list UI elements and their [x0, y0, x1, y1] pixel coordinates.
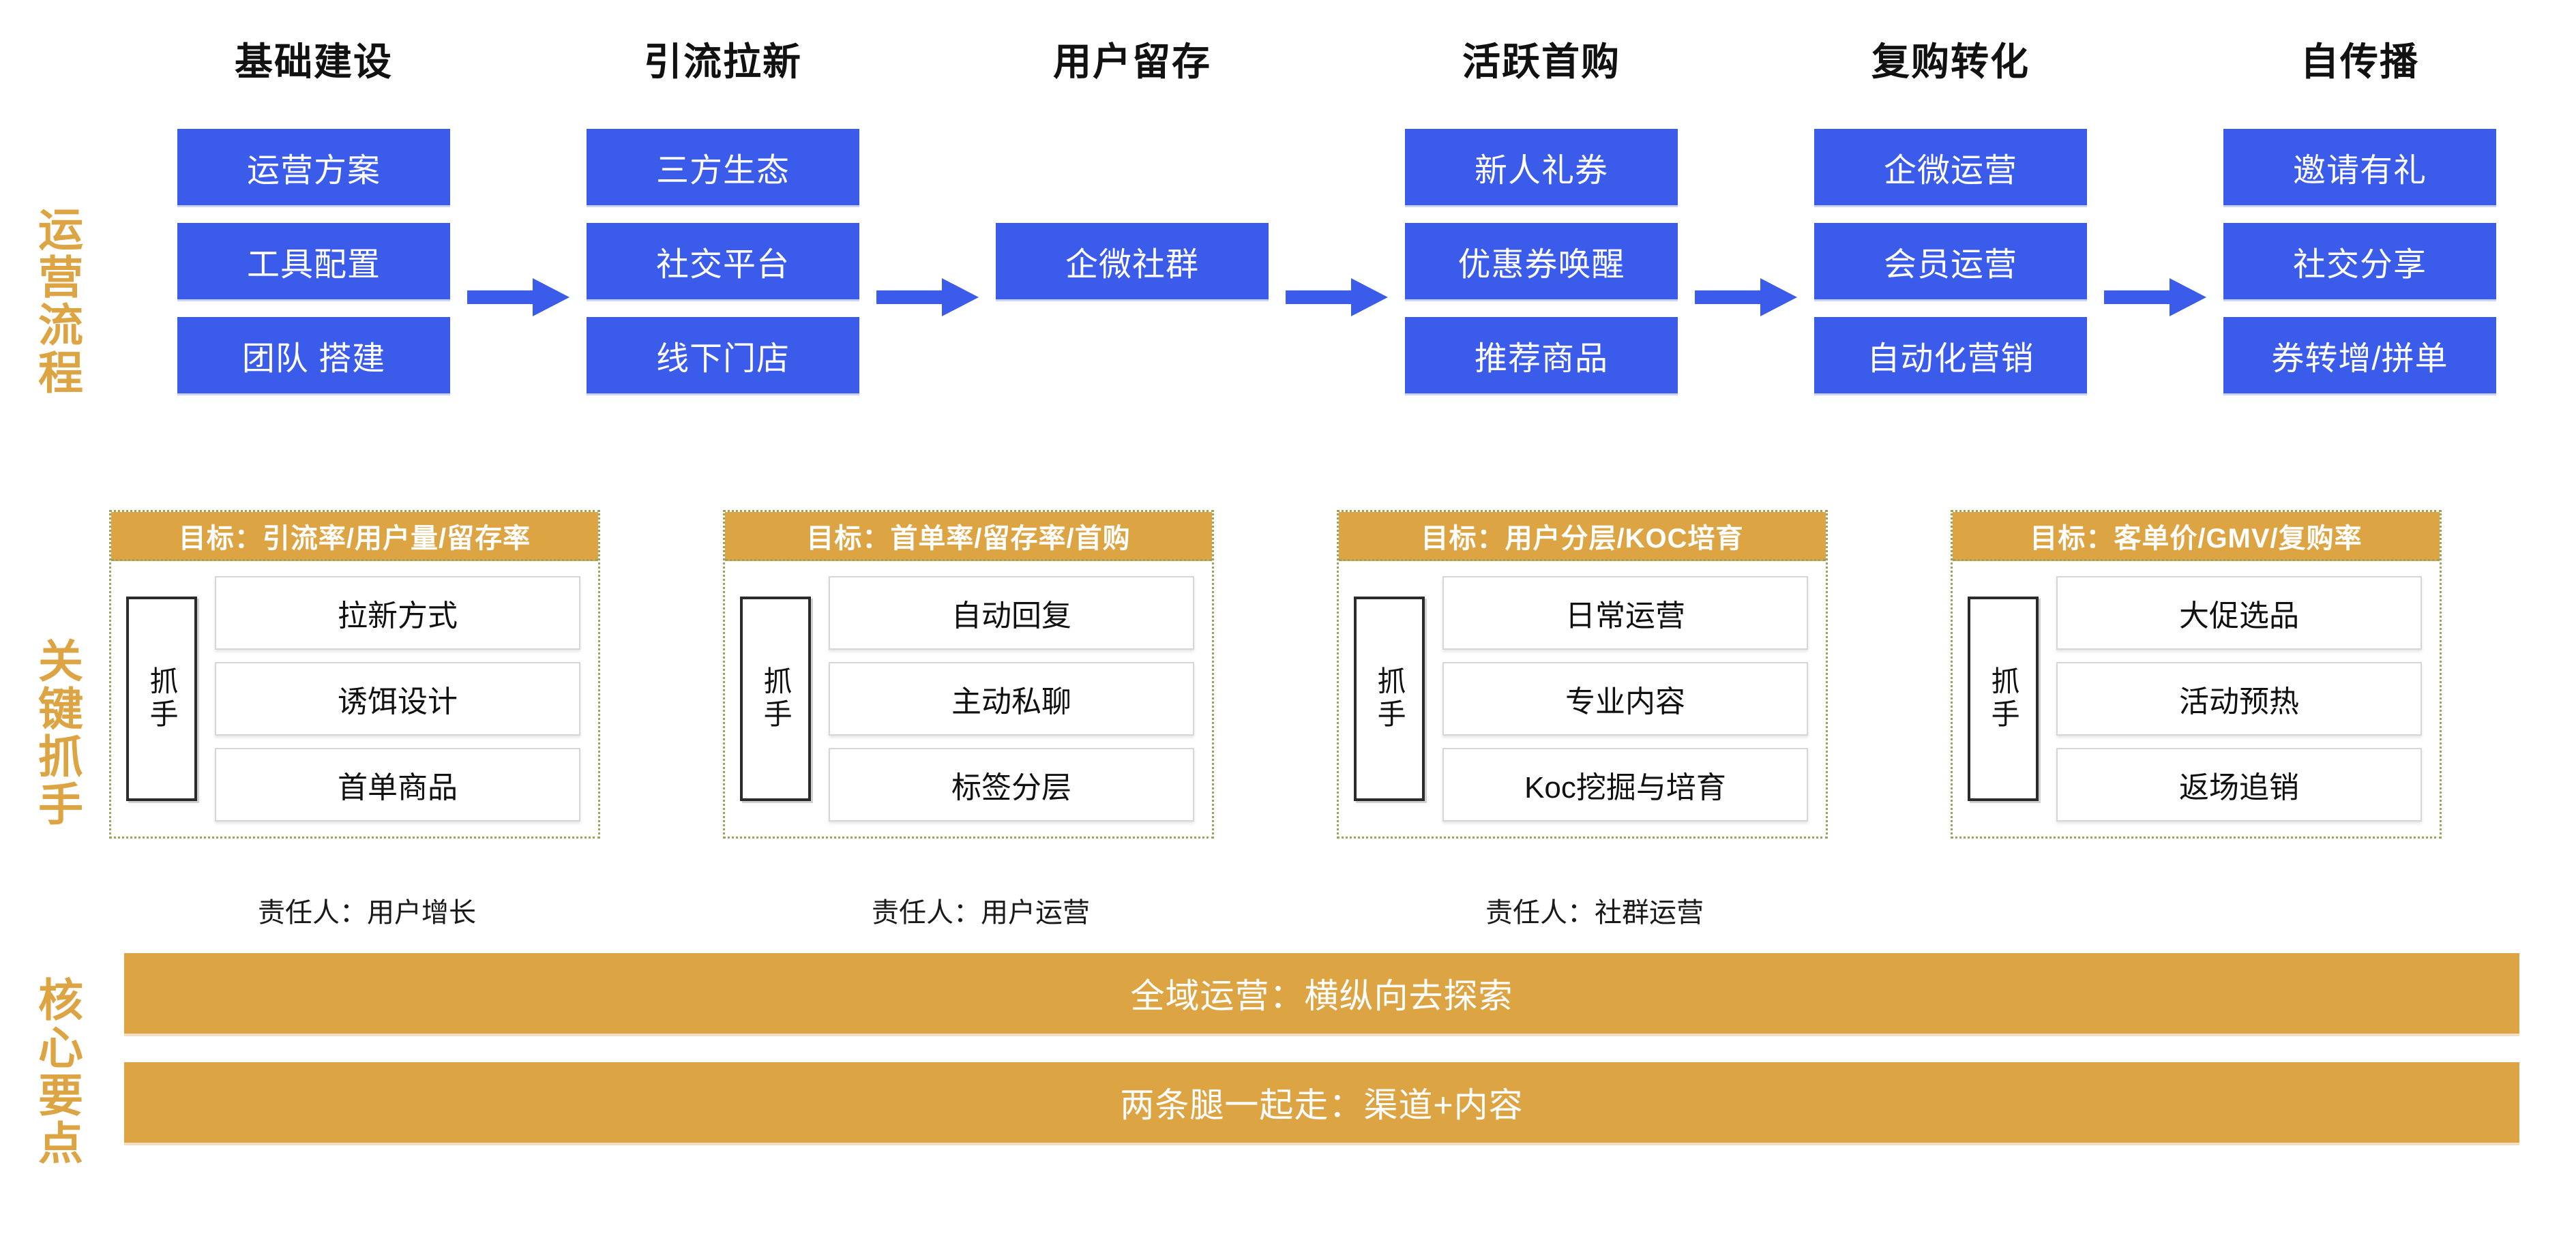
lever-item[interactable]: 诱饵设计 — [215, 662, 580, 736]
lever-item[interactable]: Koc挖掘与培育 — [1442, 748, 1808, 822]
flow-column-first-purchase: 活跃首购 新人礼券 优惠券唤醒 推荐商品 — [1337, 12, 1746, 483]
flow-box[interactable]: 自动化营销 — [1814, 317, 2087, 393]
lever-item[interactable]: 日常运营 — [1442, 576, 1808, 650]
flow-box[interactable]: 新人礼券 — [1405, 129, 1678, 205]
handle-label: 抓手 — [1374, 666, 1406, 732]
lever-column-acquisition: 目标：引流率/用户量/留存率 抓手 拉新方式 诱饵设计 首单商品 责任人：用户增… — [109, 510, 723, 928]
lever-item-list: 拉新方式 诱饵设计 首单商品 — [215, 576, 580, 822]
flow-column-header: 活跃首购 — [1462, 40, 1620, 83]
flow-box-stack: 企微社群 — [996, 129, 1269, 393]
owner-label: 责任人：用户运营 — [872, 897, 1090, 928]
handle-box: 抓手 — [126, 597, 197, 801]
core-point-bar: 全域运营：横纵向去探索 — [124, 953, 2519, 1034]
lever-item[interactable]: 首单商品 — [215, 748, 580, 822]
handle-box: 抓手 — [1968, 597, 2039, 801]
lever-item[interactable]: 大促选品 — [2056, 576, 2422, 650]
operation-flow-section: 基础建设 运营方案 工具配置 团队 搭建 引流拉新 三方生态 社交平台 线下门店… — [109, 12, 2564, 483]
flow-column-header: 基础建设 — [235, 40, 393, 83]
flow-box[interactable]: 社交平台 — [587, 223, 859, 299]
flow-box[interactable]: 社交分享 — [2223, 223, 2496, 299]
owner-label: 责任人：用户增长 — [258, 897, 476, 928]
lever-card-body: 抓手 大促选品 活动预热 返场追销 — [1953, 561, 2440, 837]
flow-box[interactable]: 邀请有礼 — [2223, 129, 2496, 205]
lever-column-repurchase: 目标：客单价/GMV/复购率 抓手 大促选品 活动预热 返场追销 — [1951, 510, 2564, 919]
lever-item[interactable]: 返场追销 — [2056, 748, 2422, 822]
owner-label: 责任人：社群运营 — [1485, 897, 1704, 928]
flow-box-placeholder — [996, 129, 1269, 205]
lever-item[interactable]: 主动私聊 — [829, 662, 1194, 736]
flow-box-stack: 运营方案 工具配置 团队 搭建 — [177, 129, 450, 393]
flow-column-header: 自传播 — [2300, 40, 2419, 83]
lever-column-retention: 目标：首单率/留存率/首购 抓手 自动回复 主动私聊 标签分层 责任人：用户运营 — [723, 510, 1337, 928]
flow-box-stack: 邀请有礼 社交分享 券转增/拼单 — [2223, 129, 2496, 393]
lever-card: 目标：客单价/GMV/复购率 抓手 大促选品 活动预热 返场追销 — [1951, 510, 2442, 839]
flow-column-self-propagation: 自传播 邀请有礼 社交分享 券转增/拼单 — [2155, 12, 2564, 483]
flow-box[interactable]: 券转增/拼单 — [2223, 317, 2496, 393]
lever-item-list: 自动回复 主动私聊 标签分层 — [829, 576, 1194, 822]
rail-label-key-levers: 关键抓手 — [32, 637, 83, 828]
flow-column-retention: 用户留存 企微社群 — [928, 12, 1337, 483]
flow-box[interactable]: 会员运营 — [1814, 223, 2087, 299]
handle-box: 抓手 — [1354, 597, 1425, 801]
flow-column-header: 复购转化 — [1871, 40, 2030, 83]
rail-label-core-points: 核心要点 — [32, 976, 83, 1167]
lever-item[interactable]: 自动回复 — [829, 576, 1194, 650]
lever-item[interactable]: 标签分层 — [829, 748, 1194, 822]
flow-box[interactable]: 企微运营 — [1814, 129, 2087, 205]
flow-column-acquisition: 引流拉新 三方生态 社交平台 线下门店 — [518, 12, 928, 483]
handle-label: 抓手 — [1987, 666, 2020, 732]
lever-goal-banner: 目标：引流率/用户量/留存率 — [111, 512, 598, 561]
handle-label: 抓手 — [146, 666, 179, 732]
key-levers-section: 目标：引流率/用户量/留存率 抓手 拉新方式 诱饵设计 首单商品 责任人：用户增… — [109, 510, 2564, 928]
lever-card-body: 抓手 拉新方式 诱饵设计 首单商品 — [111, 561, 598, 837]
lever-item-list: 大促选品 活动预热 返场追销 — [2056, 576, 2422, 822]
flow-box[interactable]: 三方生态 — [587, 129, 859, 205]
flow-box-stack: 企微运营 会员运营 自动化营销 — [1814, 129, 2087, 393]
flow-column-foundation: 基础建设 运营方案 工具配置 团队 搭建 — [109, 12, 518, 483]
core-point-bar: 两条腿一起走：渠道+内容 — [124, 1062, 2519, 1143]
rail-label-operation-flow: 运营流程 — [32, 206, 83, 397]
lever-card: 目标：用户分层/KOC培育 抓手 日常运营 专业内容 Koc挖掘与培育 — [1337, 510, 1828, 839]
flow-box-placeholder — [996, 317, 1269, 393]
lever-item-list: 日常运营 专业内容 Koc挖掘与培育 — [1442, 576, 1808, 822]
core-points-section: 全域运营：横纵向去探索 两条腿一起走：渠道+内容 — [124, 953, 2519, 1143]
handle-label: 抓手 — [760, 666, 793, 732]
operation-flow-columns: 基础建设 运营方案 工具配置 团队 搭建 引流拉新 三方生态 社交平台 线下门店… — [109, 12, 2564, 483]
flow-box[interactable]: 运营方案 — [177, 129, 450, 205]
lever-column-community: 目标：用户分层/KOC培育 抓手 日常运营 专业内容 Koc挖掘与培育 责任人：… — [1337, 510, 1951, 928]
lever-goal-banner: 目标：用户分层/KOC培育 — [1339, 512, 1826, 561]
lever-item[interactable]: 活动预热 — [2056, 662, 2422, 736]
lever-item[interactable]: 专业内容 — [1442, 662, 1808, 736]
flow-column-header: 用户留存 — [1053, 40, 1211, 83]
lever-goal-banner: 目标：客单价/GMV/复购率 — [1953, 512, 2440, 561]
flow-box[interactable]: 团队 搭建 — [177, 317, 450, 393]
flow-box[interactable]: 推荐商品 — [1405, 317, 1678, 393]
flow-box[interactable]: 企微社群 — [996, 223, 1269, 299]
lever-card: 目标：首单率/留存率/首购 抓手 自动回复 主动私聊 标签分层 — [723, 510, 1214, 839]
flow-box[interactable]: 优惠券唤醒 — [1405, 223, 1678, 299]
flow-box[interactable]: 工具配置 — [177, 223, 450, 299]
lever-card-body: 抓手 自动回复 主动私聊 标签分层 — [725, 561, 1212, 837]
lever-item[interactable]: 拉新方式 — [215, 576, 580, 650]
flow-box-stack: 新人礼券 优惠券唤醒 推荐商品 — [1405, 129, 1678, 393]
flow-column-repurchase: 复购转化 企微运营 会员运营 自动化营销 — [1746, 12, 2155, 483]
flow-column-header: 引流拉新 — [644, 40, 802, 83]
lever-card: 目标：引流率/用户量/留存率 抓手 拉新方式 诱饵设计 首单商品 — [109, 510, 600, 839]
flow-box-stack: 三方生态 社交平台 线下门店 — [587, 129, 859, 393]
lever-card-body: 抓手 日常运营 专业内容 Koc挖掘与培育 — [1339, 561, 1826, 837]
lever-goal-banner: 目标：首单率/留存率/首购 — [725, 512, 1212, 561]
flow-box[interactable]: 线下门店 — [587, 317, 859, 393]
handle-box: 抓手 — [740, 597, 811, 801]
